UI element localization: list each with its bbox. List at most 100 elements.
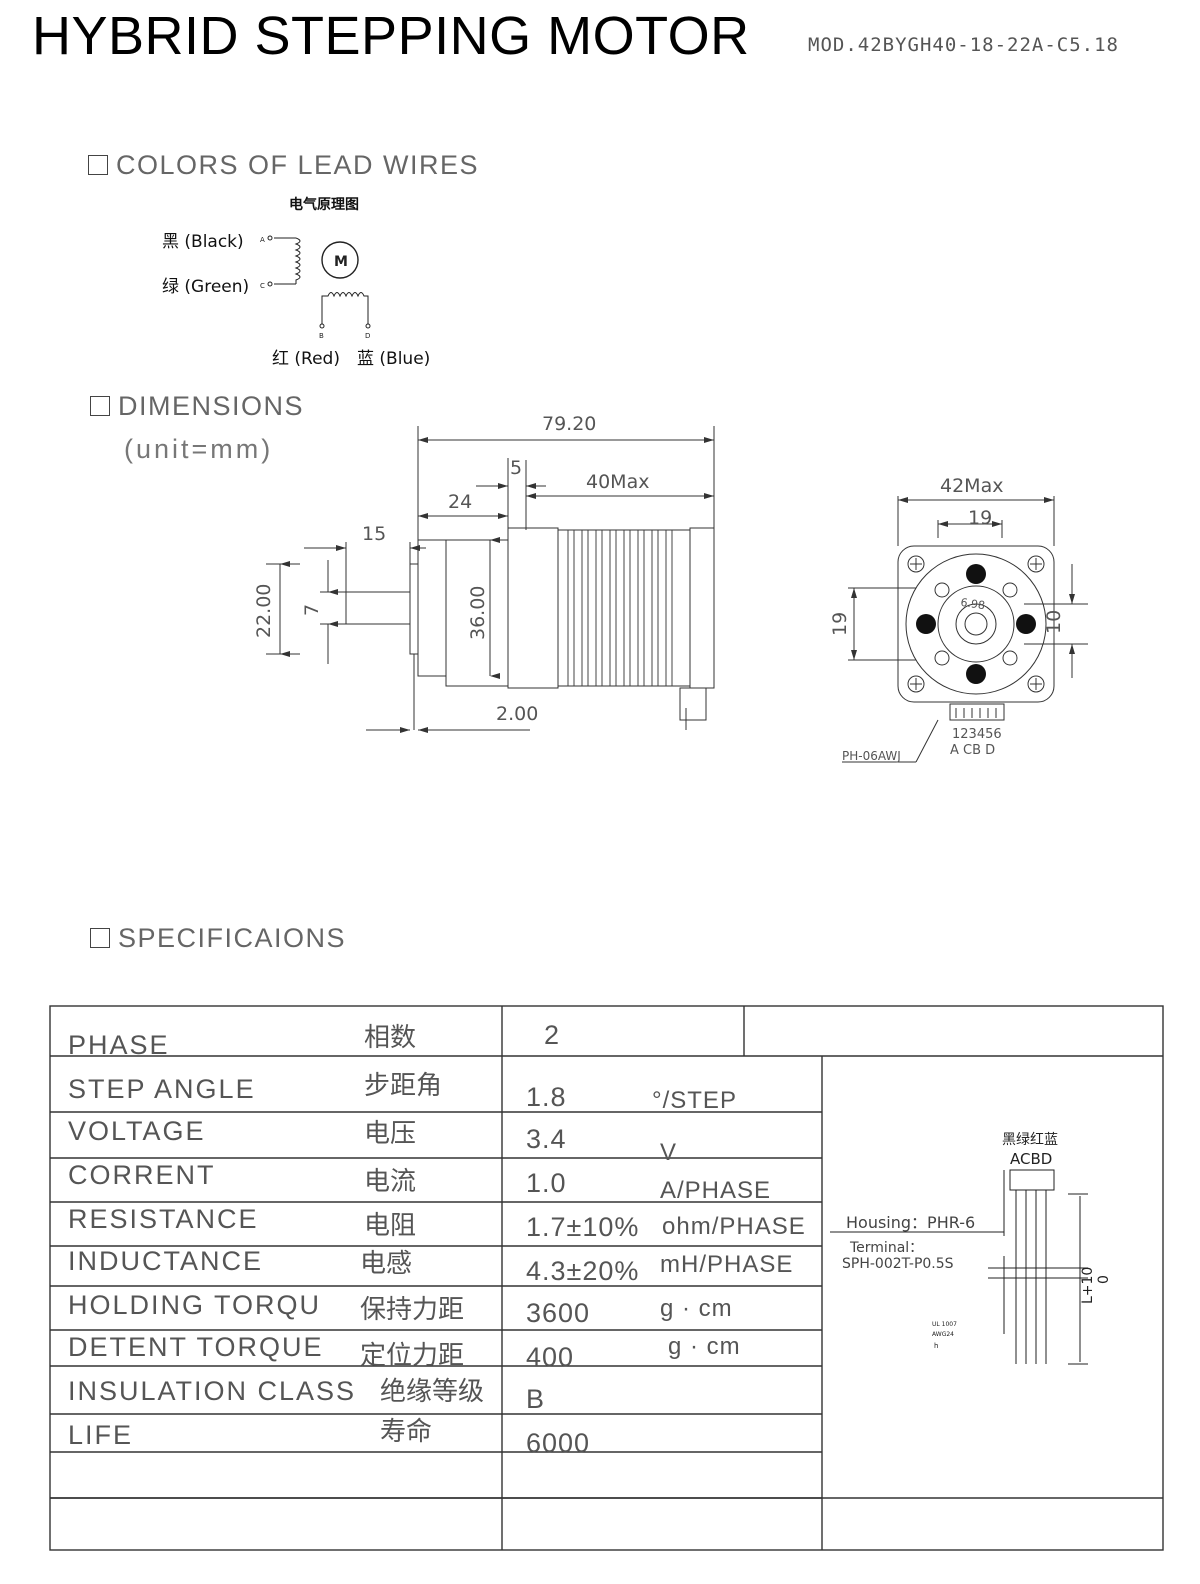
spec-label-en: STEP ANGLE: [68, 1074, 256, 1104]
spec-row: INSULATION CLASS 绝缘等级 B: [68, 1376, 545, 1414]
dim-body-width: 42Max: [940, 475, 1003, 497]
unit-label: (unit=mm): [124, 434, 274, 464]
spec-value: 1.7±10%: [526, 1212, 639, 1242]
spec-label-cn: 相数: [364, 1023, 416, 1053]
cable-wire-spec: UL 1007: [932, 1321, 957, 1328]
spec-value: 4.3±20%: [526, 1256, 639, 1286]
specifications-table: PHASE 相数 2 STEP ANGLE 步距角 1.8 °/STEP VOL…: [49, 1005, 1164, 1551]
wire-label-black: 黑 (Black): [162, 232, 244, 252]
wire-label-blue: 蓝 (Blue): [357, 349, 431, 369]
connector-pins: 123456: [952, 727, 1002, 742]
spec-value: 3.4: [526, 1124, 567, 1154]
spec-value: 2: [544, 1020, 560, 1050]
cable-pin-order: ACBD: [1010, 1150, 1052, 1168]
dim-vertical-spacing: 19: [829, 612, 851, 636]
spec-label-en: HOLDING TORQU: [68, 1290, 321, 1320]
connector-map: A CB D: [950, 743, 995, 758]
cable-terminal-label: Terminal：: [849, 1240, 923, 1256]
cable-housing: Housing：PHR-6: [846, 1213, 975, 1232]
pin-b: B: [319, 332, 324, 340]
spec-value: 3600: [526, 1298, 590, 1328]
spec-unit: g · cm: [660, 1295, 733, 1322]
spec-row: VOLTAGE 电压 3.4 V: [68, 1116, 677, 1166]
spec-label-en: CORRENT: [68, 1160, 216, 1190]
spec-value: B: [526, 1384, 545, 1414]
spec-unit: mH/PHASE: [660, 1251, 793, 1278]
spec-label-en: DETENT TORQUE: [68, 1332, 324, 1362]
spec-row: RESISTANCE 电阻 1.7±10% ohm/PHASE: [68, 1204, 806, 1242]
pin-d: D: [365, 332, 370, 340]
checkbox-icon: [88, 155, 108, 175]
spec-label-cn: 绝缘等级: [380, 1377, 484, 1407]
section-title-specifications: SPECIFICAIONS: [118, 923, 347, 953]
section-dimensions: DIMENSIONS: [90, 391, 304, 422]
cable-length: L+10: [1080, 1267, 1096, 1304]
spec-label-en: PHASE: [68, 1030, 170, 1060]
spec-unit: °/STEP: [652, 1087, 737, 1114]
spec-value: 6000: [526, 1428, 590, 1458]
spec-row: CORRENT 电流 1.0 A/PHASE: [68, 1160, 771, 1204]
spec-label-cn: 电阻: [364, 1211, 416, 1241]
motor-symbol: M: [334, 254, 348, 270]
pin-a: A: [260, 236, 265, 244]
side-view-drawing: 79.20 5 40Max 24 15 2.00 22.00 7 36.00: [253, 413, 715, 733]
dim-front-length: 24: [448, 491, 472, 513]
dim-flange: 5: [510, 457, 522, 479]
pin-c: C: [260, 282, 265, 290]
spec-label-cn: 电感: [360, 1249, 412, 1279]
spec-unit: A/PHASE: [660, 1177, 771, 1204]
dim-body-length: 40Max: [586, 471, 649, 493]
spec-value: 1.8: [526, 1082, 567, 1112]
cable-terminal: SPH-002T-P0.5S: [842, 1256, 954, 1272]
wire-label-red: 红 (Red): [272, 349, 340, 369]
dim-hole-spacing: 19: [968, 507, 992, 529]
spec-value: 1.0: [526, 1168, 567, 1198]
cable-awg: AWG24: [932, 1331, 954, 1338]
spec-label-en: VOLTAGE: [68, 1116, 206, 1146]
dim-offset: 10: [1043, 610, 1065, 634]
wiring-schematic: M A C B D: [260, 235, 371, 340]
cable-h: h: [934, 1342, 938, 1350]
spec-label-en: LIFE: [68, 1420, 133, 1450]
dim-shaft-dia: 7: [301, 604, 323, 616]
cable-tolerance: 0: [1096, 1275, 1112, 1284]
spec-row: HOLDING TORQU 保持力距 3600 g · cm: [68, 1290, 733, 1328]
dim-flange-thickness: 2.00: [496, 703, 538, 725]
spec-row: STEP ANGLE 步距角 1.8 °/STEP: [68, 1071, 737, 1114]
spec-label-cn: 电压: [364, 1119, 416, 1149]
cable-colors: 黑绿红蓝: [1002, 1132, 1058, 1148]
spec-label-en: INDUCTANCE: [68, 1246, 263, 1276]
spec-label-en: RESISTANCE: [68, 1204, 259, 1234]
spec-unit: ohm/PHASE: [662, 1213, 806, 1240]
schematic-title: 电气原理图: [289, 197, 359, 213]
spec-label-en: INSULATION CLASS: [68, 1376, 356, 1406]
spec-unit: g · cm: [668, 1333, 741, 1360]
dim-gearbox-dia: 36.00: [467, 586, 489, 640]
section-lead-wires: COLORS OF LEAD WIRES: [88, 150, 479, 181]
spec-label-cn: 保持力距: [360, 1295, 464, 1325]
wire-label-green: 绿 (Green): [162, 277, 250, 297]
spec-label-cn: 寿命: [380, 1417, 432, 1447]
front-view-drawing: 42Max 19 19 10 6.98 123456 A CB D PH-06A…: [829, 475, 1088, 763]
spec-value: 400: [526, 1342, 574, 1372]
spec-row: INDUCTANCE 电感 4.3±20% mH/PHASE: [68, 1246, 793, 1286]
model-number: MOD.42BYGH40-18-22A-C5.18: [808, 34, 1119, 56]
gear-label: 6.98: [960, 596, 986, 612]
spec-label-cn: 定位力距: [360, 1341, 464, 1371]
spec-label-cn: 步距角: [364, 1071, 442, 1101]
section-specifications: SPECIFICAIONS: [90, 923, 346, 954]
dim-overall-length: 79.20: [542, 413, 596, 435]
dim-shaft-length: 15: [362, 523, 386, 545]
spec-row: DETENT TORQUE 定位力距 400 g · cm: [68, 1332, 741, 1372]
section-title-dimensions: DIMENSIONS: [118, 391, 305, 421]
checkbox-icon: [90, 928, 110, 948]
spec-row: PHASE 相数 2: [68, 1020, 560, 1060]
spec-unit: V: [660, 1139, 677, 1166]
section-title-lead-wires: COLORS OF LEAD WIRES: [116, 150, 480, 180]
page-title: HYBRID STEPPING MOTOR: [32, 6, 750, 66]
spec-row: LIFE 寿命 6000: [68, 1417, 590, 1458]
spec-label-cn: 电流: [364, 1167, 416, 1197]
checkbox-icon: [90, 396, 110, 416]
dim-flange-dia: 22.00: [253, 584, 275, 638]
connector-model: PH-06AWJ: [842, 749, 901, 763]
